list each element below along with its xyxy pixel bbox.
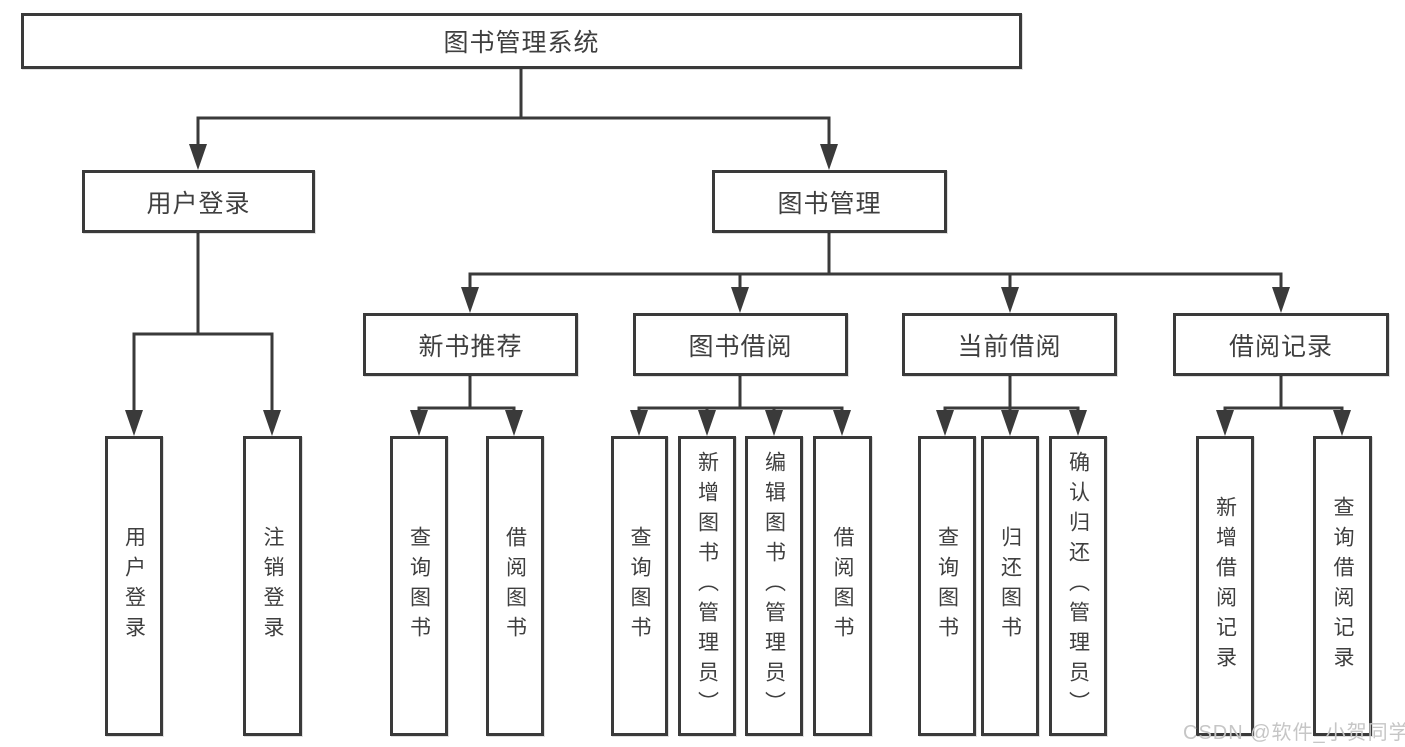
leaf-logout: 注销登录	[243, 436, 302, 736]
node-new-book-recommend: 新书推荐	[363, 313, 578, 376]
leaf-add-borrow-record: 新增借阅记录	[1196, 436, 1254, 736]
leaf-query-books-current: 查询图书	[918, 436, 976, 736]
leaf-query-books-borrowing: 查询图书	[611, 436, 668, 736]
csdn-watermark: CSDN @软件_小贺同学	[1183, 722, 1405, 744]
leaf-borrow-books-recommend: 借阅图书	[486, 436, 544, 736]
leaf-edit-book-admin: 编辑图书（管理员）	[745, 436, 803, 736]
leaf-add-book-admin: 新增图书（管理员）	[678, 436, 736, 736]
node-current-borrowing: 当前借阅	[902, 313, 1117, 376]
leaf-return-books: 归还图书	[981, 436, 1039, 736]
node-user-login: 用户登录	[82, 170, 315, 233]
node-borrowing-records: 借阅记录	[1173, 313, 1389, 376]
node-book-borrowing: 图书借阅	[633, 313, 848, 376]
leaf-query-books-recommend: 查询图书	[390, 436, 448, 736]
leaf-borrow-books-borrowing: 借阅图书	[813, 436, 872, 736]
leaf-confirm-return-admin: 确认归还（管理员）	[1049, 436, 1107, 736]
node-library-management-system: 图书管理系统	[21, 13, 1022, 69]
leaf-query-borrow-record: 查询借阅记录	[1313, 436, 1372, 736]
leaf-user-login: 用户登录	[105, 436, 163, 736]
arrowheads	[125, 144, 1351, 436]
node-book-management: 图书管理	[712, 170, 947, 233]
